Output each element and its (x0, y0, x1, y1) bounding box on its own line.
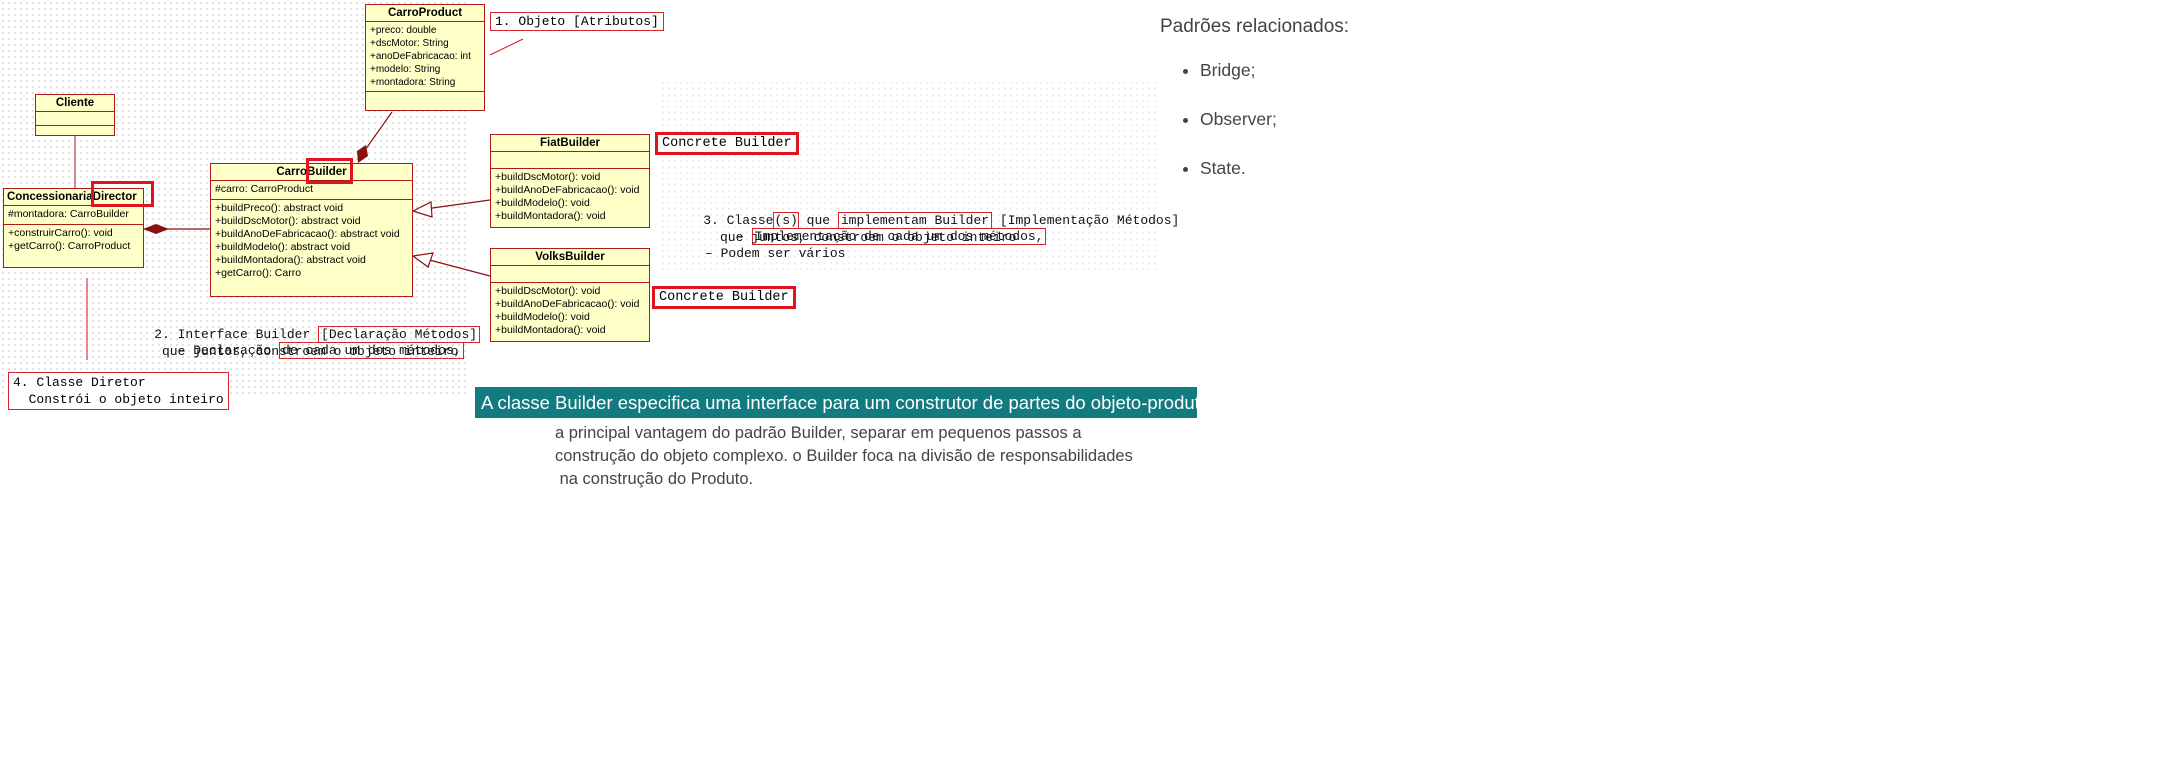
method: +buildAnoDeFabricacao(): abstract void (215, 227, 400, 240)
attribute: #montadora: CarroBuilder (8, 208, 129, 220)
class-volks-builder-attributes (491, 266, 649, 283)
classes-line2-highlight: Implementação de cada um dos métodos, (751, 228, 1047, 245)
method: +getCarro(): CarroProduct (8, 240, 131, 252)
highlight-director (91, 181, 154, 207)
attribute: #carro: CarroProduct (215, 183, 314, 195)
class-concessionaria-attributes: #montadora: CarroBuilder (4, 206, 143, 225)
related-patterns-title: Padrões relacionados: (1160, 16, 1350, 37)
classe-diretor-line2: Constrói o objeto inteiro (13, 392, 224, 407)
paragraph-line: a principal vantagem do padrão Builder, … (555, 424, 1082, 442)
paragraph-line: construção do objeto complexo. o Builder… (555, 447, 1133, 465)
composition-diamond-builder (357, 145, 368, 163)
builder-advantage-paragraph: a principal vantagem do padrão Builder, … (555, 422, 1255, 491)
class-concessionaria-name-prefix: Concessionaria (7, 191, 93, 203)
method: +buildDscMotor(): void (495, 285, 601, 297)
interface-line1-text: 2. Interface Builder (154, 327, 319, 342)
inheritance-arrow-fiat (411, 201, 433, 218)
class-concessionaria-name-highlight: Director (92, 191, 137, 203)
class-fiat-builder: FiatBuilder +buildDscMotor(): void +buil… (490, 134, 650, 228)
class-carro-product-attributes: +preco: double +dscMotor: String +anoDeF… (366, 22, 484, 92)
class-carro-builder-name-prefix: Carro (276, 166, 308, 178)
classes-line1-d: implementam Builder (837, 212, 993, 229)
class-volks-builder: VolksBuilder +buildDscMotor(): void +bui… (490, 248, 650, 342)
class-concessionaria-name: ConcessionariaDirector (4, 189, 143, 206)
related-pattern-item: Bridge; (1200, 60, 1349, 81)
annotation-concrete-builder-volks: Concrete Builder (652, 286, 796, 309)
annotation-classes-line2: – Implementação de cada um dos métodos, (705, 214, 1047, 259)
class-volks-builder-name: VolksBuilder (491, 249, 649, 266)
annotation-classe-diretor: 4. Classe Diretor Constrói o objeto inte… (8, 372, 229, 410)
attribute: +montadora: String (370, 77, 456, 88)
method: +buildModelo(): void (495, 197, 590, 209)
attribute: +preco: double (370, 25, 437, 36)
class-carro-builder-name-highlight: Builder (307, 166, 347, 178)
annotation-interface-line2: – Declaração de cada um dos métodos, (123, 328, 465, 373)
annotation-classes-line3: que juntos, constroem o objeto inteiro (720, 230, 1017, 245)
interface-line2-text: – Declaração (154, 343, 280, 358)
builder-definition-banner: A classe Builder especifica uma interfac… (475, 387, 1215, 418)
class-fiat-builder-attributes (491, 152, 649, 169)
class-carro-product-name: CarroProduct (366, 5, 484, 22)
classe-diretor-line1: 4. Classe Diretor (13, 375, 146, 390)
class-cliente-name: Cliente (36, 95, 114, 112)
classes-line1-c: que (798, 213, 838, 228)
class-volks-builder-methods: +buildDscMotor(): void +buildAnoDeFabric… (491, 283, 649, 339)
method: +construirCarro(): void (8, 226, 113, 239)
class-fiat-builder-name: FiatBuilder (491, 135, 649, 152)
attribute: +modelo: String (370, 64, 441, 75)
class-carro-builder-methods: +buildPreco(): abstract void +buildDscMo… (211, 200, 412, 282)
class-carro-product-methods (366, 92, 484, 104)
annotation-objeto: 1. Objeto [Atributos] (490, 12, 664, 31)
annotation-classes-line4: – Podem ser vários (705, 246, 846, 261)
classes-line1-a: 3. Classe (703, 213, 774, 228)
annotation-concrete-builder-fiat: Concrete Builder (655, 132, 799, 155)
method: +getCarro(): Carro (215, 266, 302, 279)
related-pattern-item: State. (1200, 158, 1349, 179)
aggregation-diamond-director (143, 224, 169, 234)
annotation-classes-line1: 3. Classe(s) que implementam Builder [Im… (672, 198, 1179, 243)
paragraph-line: na construção do Produto. (555, 470, 754, 488)
method: +buildAnoDeFabricacao(): void (495, 184, 640, 196)
interface-line2-highlight: de cada um dos métodos, (279, 342, 465, 359)
class-cliente: Cliente (35, 94, 115, 136)
classes-line1-b: (s) (773, 212, 799, 229)
method: +buildModelo(): abstract void (215, 240, 351, 253)
highlight-builder (306, 158, 353, 184)
class-carro-product: CarroProduct +preco: double +dscMotor: S… (365, 4, 485, 111)
interface-line1-highlight: [Declaração Métodos] (318, 326, 481, 343)
class-carro-builder: CarroBuilder #carro: CarroProduct +build… (210, 163, 413, 297)
attribute: +dscMotor: String (370, 38, 449, 49)
attribute: +anoDeFabricacao: int (370, 51, 471, 62)
method: +buildModelo(): void (495, 311, 590, 323)
method: +buildAnoDeFabricacao(): void (495, 298, 640, 310)
class-concessionaria-director: ConcessionariaDirector #montadora: Carro… (3, 188, 144, 268)
leader-objeto (489, 38, 524, 56)
class-carro-builder-name: CarroBuilder (211, 164, 412, 181)
method: +buildDscMotor(): abstract void (215, 214, 361, 227)
classes-line2-dash: – (736, 229, 752, 244)
related-patterns: Padrões relacionados: Bridge; Observer; … (1160, 16, 1349, 207)
method: +buildMontadora(): void (495, 210, 606, 222)
method: +buildMontadora(): abstract void (215, 253, 366, 266)
class-carro-builder-attributes: #carro: CarroProduct (211, 181, 412, 200)
annotation-interface-line3: que juntos, constroem o objeto inteiro (123, 344, 459, 359)
class-fiat-builder-methods: +buildDscMotor(): void +buildAnoDeFabric… (491, 169, 649, 225)
class-concessionaria-methods: +construirCarro(): void +getCarro(): Car… (4, 225, 143, 256)
related-pattern-item: Observer; (1200, 109, 1349, 130)
related-patterns-list: Bridge; Observer; State. (1160, 60, 1349, 179)
method: +buildDscMotor(): void (495, 171, 601, 183)
classes-line1-e: [Implementação Métodos] (992, 213, 1180, 228)
method: +buildMontadora(): void (495, 324, 606, 336)
class-cliente-attributes (36, 112, 114, 126)
class-cliente-methods (36, 126, 114, 139)
method: +buildPreco(): abstract void (215, 201, 344, 214)
dotted-grid-right (660, 80, 1160, 270)
inheritance-arrow-volks (411, 252, 434, 268)
annotation-interface-line1: 2. Interface Builder [Declaração Métodos… (123, 312, 481, 357)
